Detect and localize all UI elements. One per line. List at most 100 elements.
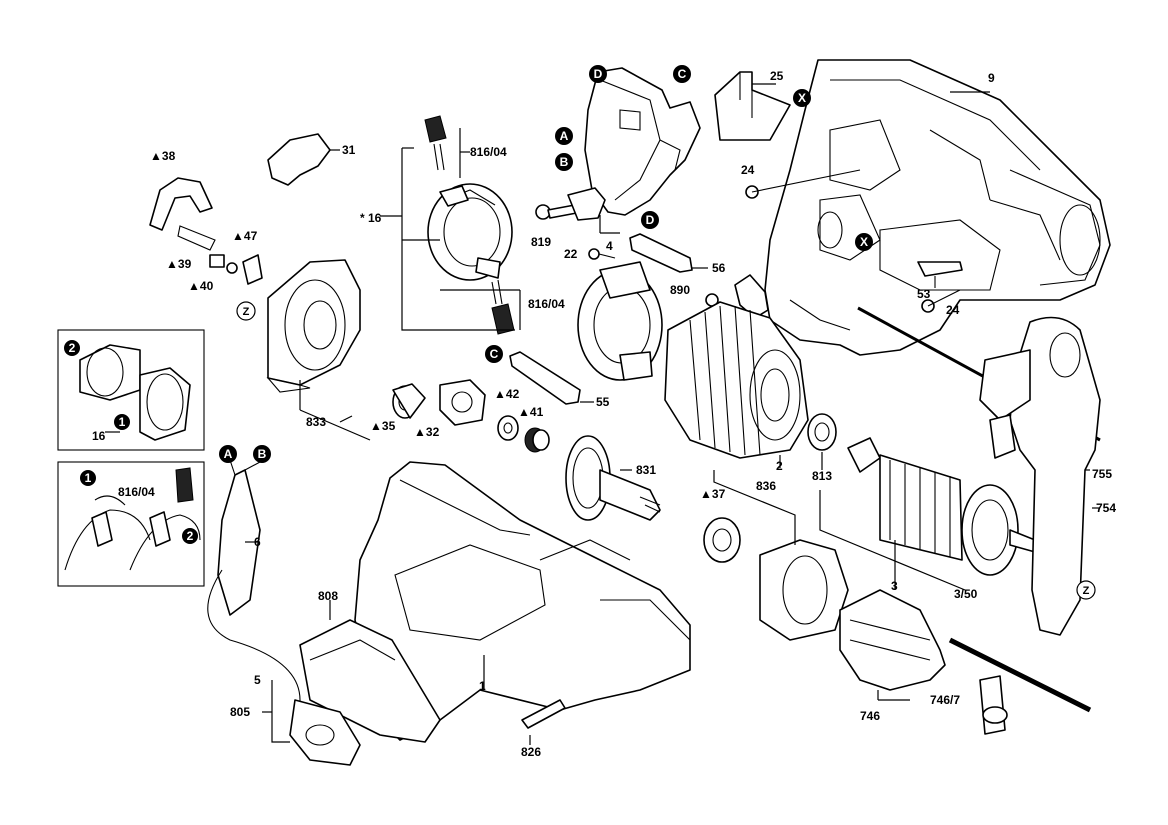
armature-part-3: [819, 437, 1036, 591]
inset-brush-replace: [57, 461, 205, 587]
end-shield: [266, 259, 361, 393]
svg-text:C: C: [490, 347, 499, 361]
label-813: 813: [812, 469, 832, 483]
nut-part-32: [439, 379, 486, 426]
auxiliary-handle-part-754: [857, 306, 1101, 636]
label-805: 805: [230, 705, 250, 719]
svg-text:B: B: [258, 447, 267, 461]
stator-part-2: [664, 301, 809, 468]
label-37: ▲37: [700, 487, 726, 501]
marker-step-1-inset1: 1: [114, 414, 130, 430]
label-55: 55: [596, 395, 610, 409]
svg-text:C: C: [678, 67, 687, 81]
marker-A-switch: A: [555, 127, 573, 145]
svg-text:D: D: [646, 213, 655, 227]
label-816c: 816/04: [118, 485, 155, 499]
inset-brush-install: [57, 329, 205, 451]
label-40: ▲40: [188, 279, 214, 293]
screw-part-22: [588, 248, 616, 260]
sleeve-bearing-part-35: [392, 383, 426, 419]
label-350: 3/50: [954, 587, 978, 601]
label-31: 31: [342, 143, 356, 157]
label-9: 9: [988, 71, 995, 85]
label-836: 836: [756, 479, 776, 493]
marker-X-housing: X: [855, 233, 873, 251]
clip-part-53: [917, 261, 963, 288]
marker-D-mid: D: [641, 211, 659, 229]
svg-text:A: A: [560, 129, 569, 143]
label-25: 25: [770, 69, 784, 83]
svg-text:2: 2: [187, 529, 194, 543]
chuck-key-part-746-7: [948, 637, 1092, 735]
label-47: ▲47: [232, 229, 258, 243]
drill-chuck-part-746: [839, 589, 946, 701]
marker-B-cable: B: [253, 445, 271, 463]
label-754: 754: [1096, 501, 1116, 515]
label-16b: 16: [92, 429, 106, 443]
contact-part-56: [629, 233, 708, 273]
svg-text:1: 1: [119, 415, 126, 429]
label-2: 2: [776, 459, 783, 473]
svg-text:Z: Z: [1083, 585, 1090, 597]
part-number-labels: 9 25 24 24 53 31 816/04 816/04 816/04 16…: [92, 69, 1116, 759]
cap-part-31: [267, 133, 340, 186]
label-56: 56: [712, 261, 726, 275]
svg-text:1: 1: [85, 471, 92, 485]
marker-X-top: X: [793, 89, 811, 107]
brush-holder-ring-part-16: [427, 183, 513, 281]
housing-half-part-9: [764, 59, 1111, 356]
gear-housing-part-836: [703, 470, 849, 641]
label-41: ▲41: [518, 405, 544, 419]
marker-step-2-inset2: 2: [182, 528, 198, 544]
label-39: ▲39: [166, 257, 192, 271]
label-6: 6: [254, 535, 261, 549]
power-cable-part-6: [207, 459, 321, 741]
bushing-part-41: [524, 427, 550, 453]
gear-shaft-part-831: [565, 435, 661, 521]
contact-part-55: [509, 351, 594, 405]
svg-text:Z: Z: [243, 306, 250, 318]
label-890: 890: [670, 283, 690, 297]
label-42: ▲42: [494, 387, 520, 401]
marker-Z-right: Z: [1076, 580, 1096, 600]
label-32: ▲32: [414, 425, 440, 439]
label-746-7: 746/7: [930, 693, 960, 707]
label-808: 808: [318, 589, 338, 603]
label-819: 819: [531, 235, 551, 249]
label-746: 746: [860, 709, 880, 723]
screw-part-826: [521, 699, 566, 745]
ball-bearing-part-813: [807, 413, 837, 470]
svg-text:D: D: [594, 67, 603, 81]
clip-part-25: [714, 71, 791, 141]
svg-text:X: X: [860, 235, 868, 249]
marker-step-1-inset2: 1: [80, 470, 96, 486]
label-816b: 816/04: [528, 297, 565, 311]
svg-text:A: A: [224, 447, 233, 461]
label-755: 755: [1092, 467, 1112, 481]
label-831: 831: [636, 463, 656, 477]
svg-text:B: B: [560, 155, 569, 169]
label-1: 1: [479, 679, 486, 693]
lever-part-38: [149, 177, 216, 251]
switch-part-4: [584, 67, 701, 234]
small-parts-39-40-47: [209, 254, 263, 285]
marker-B-switch: B: [555, 153, 573, 171]
connection-markers: D C A B D C X X A B 2 1 1 2 Z Z: [64, 65, 1096, 600]
svg-text:X: X: [798, 91, 806, 105]
label-24b: 24: [946, 303, 960, 317]
screw-part-24: [745, 169, 961, 313]
label-35: ▲35: [370, 419, 396, 433]
screw-part-819: [535, 187, 606, 221]
bracket-part-890: [705, 274, 769, 319]
bracket-16: [380, 128, 521, 331]
triangle-labels: ▲38 ▲47 ▲39 ▲40 ▲35 ▲32 ▲42 ▲41 ▲37 *: [150, 149, 726, 501]
marker-A-cable: A: [219, 445, 237, 463]
plug-part-805: [262, 680, 361, 766]
svg-text:2: 2: [69, 341, 76, 355]
label-826: 826: [521, 745, 541, 759]
label-24a: 24: [741, 163, 755, 177]
label-38: ▲38: [150, 149, 176, 163]
label-5: 5: [254, 673, 261, 687]
marker-step-2-inset1: 2: [64, 340, 80, 356]
